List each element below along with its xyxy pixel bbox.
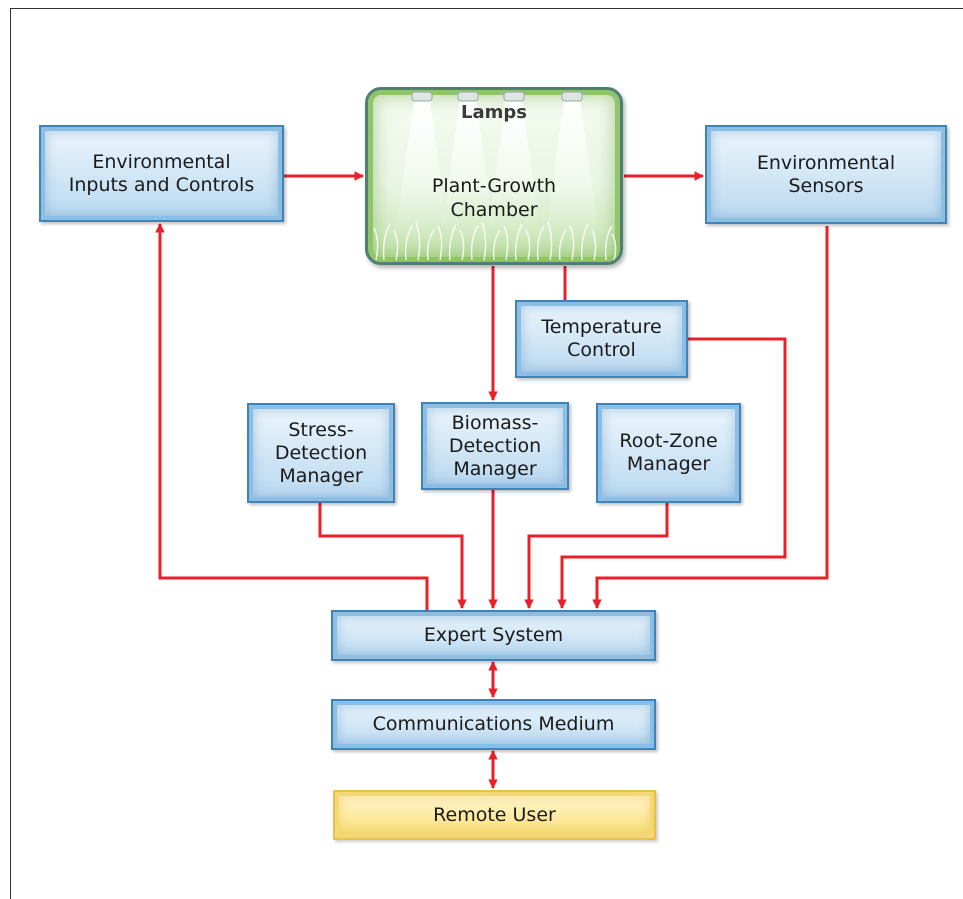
arrow-sensors-to-expert [592, 226, 829, 609]
environmental-sensors-label: Environmental Sensors [756, 151, 896, 197]
light-beams [396, 100, 598, 230]
root-zone-manager-label: Root-Zone Manager [619, 430, 718, 475]
lamps-label: Lamps [461, 102, 527, 123]
temperature-control-label: Temperature Control [541, 316, 662, 361]
expert-system-box: Expert System [331, 610, 656, 661]
arrow-rootzone-to-expert [524, 503, 669, 609]
environmental-inputs-label: Environmental Inputs and Controls [68, 150, 255, 196]
environmental-sensors-box: Environmental Sensors [705, 125, 947, 224]
biomass-detection-box: Biomass- Detection Manager [421, 402, 569, 490]
biomass-detection-label: Biomass- Detection Manager [448, 411, 542, 480]
lamp-icons [411, 91, 583, 102]
arrow-expert-to-inputs [155, 223, 429, 610]
plant-growth-chamber: Lamps Plant-Growth Chamber [365, 87, 623, 265]
grass-icon [373, 221, 617, 261]
arrow-stress-to-expert [318, 503, 467, 609]
communications-medium-label: Communications Medium [372, 713, 615, 735]
arrow-temperature-to-expert [557, 337, 787, 609]
root-zone-manager-box: Root-Zone Manager [596, 403, 741, 503]
communications-medium-box: Communications Medium [331, 699, 656, 750]
stress-detection-box: Stress- Detection Manager [247, 403, 395, 503]
remote-user-box: Remote User [333, 790, 656, 840]
stress-detection-label: Stress- Detection Manager [274, 418, 368, 487]
chamber-label: Plant-Growth Chamber [431, 175, 557, 221]
temperature-control-box: Temperature Control [515, 300, 688, 378]
diagram-frame [10, 8, 963, 899]
environmental-inputs-box: Environmental Inputs and Controls [39, 125, 284, 222]
chamber-illustration [373, 91, 617, 261]
expert-system-label: Expert System [423, 624, 564, 646]
remote-user-label: Remote User [433, 803, 556, 826]
